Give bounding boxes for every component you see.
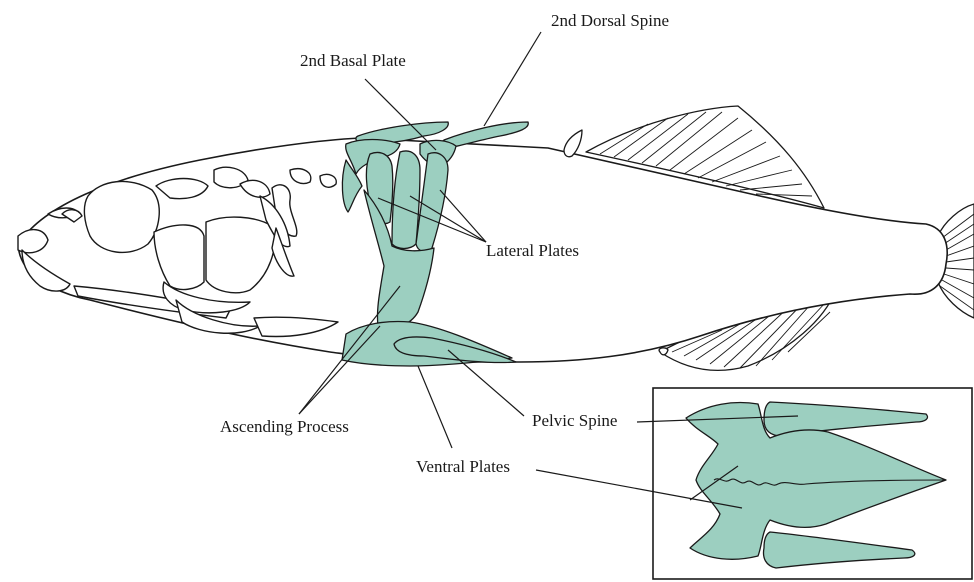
label-basal-plate: 2nd Basal Plate — [300, 51, 406, 70]
label-ascending-process: Ascending Process — [220, 417, 349, 436]
label-lateral-plates: Lateral Plates — [486, 241, 579, 260]
dorsal-spine-socket — [564, 130, 582, 157]
label-pelvic-spine: Pelvic Spine — [532, 411, 617, 430]
label-ventral-plates: Ventral Plates — [416, 457, 510, 476]
label-dorsal-spine: 2nd Dorsal Spine — [551, 11, 669, 30]
